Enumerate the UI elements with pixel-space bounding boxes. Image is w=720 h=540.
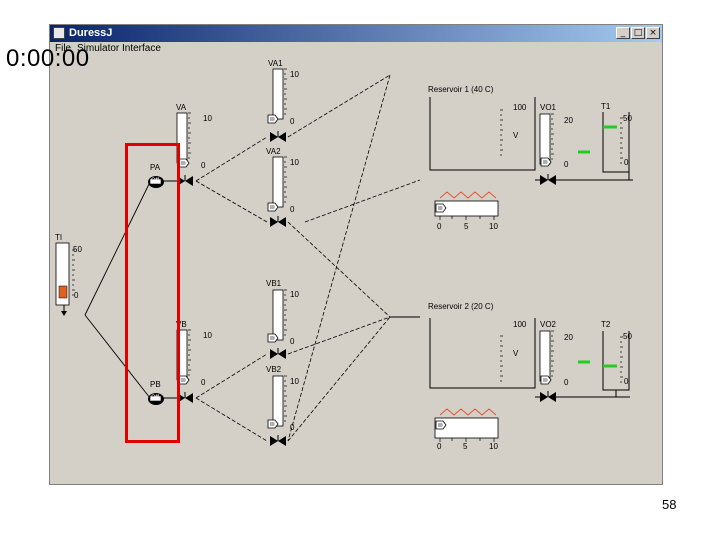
t2-temp-label: T2 bbox=[601, 320, 611, 329]
t1-temp-max: 50 bbox=[623, 114, 632, 123]
heater-2-slider[interactable] bbox=[434, 417, 499, 439]
vb1-valve-icon[interactable] bbox=[269, 347, 287, 360]
vb2-valve-max: 10 bbox=[290, 377, 299, 386]
vb2-valve-label: VB2 bbox=[266, 365, 282, 374]
va2-valve-max: 10 bbox=[290, 158, 299, 167]
va1-valve-icon[interactable] bbox=[269, 130, 287, 143]
menu-interface[interactable]: Interface bbox=[122, 43, 161, 54]
pb-pump-state: Off bbox=[151, 395, 159, 401]
vb1-valve-label: VB1 bbox=[266, 279, 282, 288]
pb-pump-label: PB bbox=[150, 380, 161, 389]
vo2-valve-label: VO2 bbox=[540, 320, 557, 329]
vo2-valve-max: 20 bbox=[564, 333, 573, 342]
va-valve-slider[interactable] bbox=[178, 158, 190, 168]
reservoir-1-level-ticks bbox=[499, 109, 504, 156]
t2-temp-max: 50 bbox=[623, 332, 632, 341]
va2-valve-icon[interactable] bbox=[269, 215, 287, 228]
heater-1-scale-10: 10 bbox=[489, 222, 498, 231]
duressj-window: DuressJ _ □ × File Simulator Interface bbox=[49, 24, 663, 485]
vb2-valve-icon[interactable] bbox=[269, 434, 287, 447]
t2-temp-min: 0 bbox=[624, 377, 629, 386]
va-valve-max: 10 bbox=[203, 114, 212, 123]
reservoir-2-level-ticks bbox=[499, 335, 504, 382]
vo2-valve-gauge bbox=[540, 331, 554, 381]
heater-2-scale-5: 5 bbox=[463, 442, 468, 451]
vb1-valve-gauge bbox=[273, 290, 287, 340]
reservoir-1-tank bbox=[429, 97, 536, 171]
vo1-valve-max: 20 bbox=[564, 116, 573, 125]
source-temp-min: 0 bbox=[74, 291, 79, 300]
reservoir-2-scale-mark: V bbox=[513, 349, 519, 358]
source-temp-ticks bbox=[71, 249, 76, 296]
source-temp-max: 50 bbox=[73, 245, 82, 254]
heater-1-icon bbox=[439, 191, 497, 199]
vo1-valve-gauge bbox=[540, 114, 554, 164]
vb2-valve-gauge bbox=[273, 376, 287, 426]
vo2-valve-min: 0 bbox=[564, 378, 569, 387]
pa-pump-state: Off bbox=[151, 178, 159, 184]
heater-1-scale-0: 0 bbox=[437, 222, 442, 231]
maximize-button[interactable]: □ bbox=[631, 27, 645, 39]
va1-valve-max: 10 bbox=[290, 70, 299, 79]
reservoir-1-title: Reservoir 1 (40 C) bbox=[428, 85, 494, 94]
vb-valve-label: VB bbox=[176, 320, 187, 329]
pump-highlight-box bbox=[125, 143, 180, 443]
t1-temp-label: T1 bbox=[601, 102, 611, 111]
vo1-valve-min: 0 bbox=[564, 160, 569, 169]
heater-2-icon bbox=[439, 408, 497, 416]
reservoir-1-scale-max: 100 bbox=[513, 103, 527, 112]
source-temp-indicator[interactable] bbox=[58, 285, 68, 299]
reservoir-1-scale-mark: V bbox=[513, 131, 519, 140]
reservoir-2-scale-max: 100 bbox=[513, 320, 527, 329]
vb-valve-slider[interactable] bbox=[178, 375, 190, 385]
window-title: DuressJ bbox=[69, 27, 113, 39]
va2-valve-min: 0 bbox=[290, 205, 295, 214]
va1-valve-min: 0 bbox=[290, 117, 295, 126]
vb1-valve-max: 10 bbox=[290, 290, 299, 299]
menu-file[interactable]: File bbox=[55, 43, 72, 54]
heater-1-slider[interactable] bbox=[434, 200, 499, 217]
menu-bar: File Simulator Interface bbox=[50, 42, 662, 56]
minimize-button[interactable]: _ bbox=[616, 27, 630, 39]
title-bar[interactable]: DuressJ _ □ × bbox=[50, 25, 662, 42]
vb-valve-min: 0 bbox=[201, 378, 206, 387]
vb2-valve-min: 0 bbox=[290, 423, 295, 432]
va-valve-min: 0 bbox=[201, 161, 206, 170]
t1-temp-gauge bbox=[602, 112, 630, 173]
app-icon bbox=[53, 27, 65, 39]
vo1-valve-label: VO1 bbox=[540, 103, 557, 112]
t1-temp-min: 0 bbox=[624, 158, 629, 167]
pa-pump-label: PA bbox=[150, 163, 161, 172]
va1-valve-label: VA1 bbox=[268, 59, 283, 68]
vb1-valve-min: 0 bbox=[290, 337, 295, 346]
vo1-valve-icon[interactable] bbox=[539, 173, 557, 186]
simulation-clock: 0:00:00 bbox=[6, 45, 90, 72]
slide-number: 58 bbox=[662, 497, 677, 512]
va1-valve-gauge bbox=[273, 69, 287, 119]
heater-2-scale-0: 0 bbox=[437, 442, 442, 451]
reservoir-2-tank bbox=[429, 318, 536, 389]
vb-valve-max: 10 bbox=[203, 331, 212, 340]
source-temp-label: TI bbox=[55, 233, 63, 242]
va-valve-label: VA bbox=[176, 103, 187, 112]
heater-1-scale-5: 5 bbox=[464, 222, 469, 231]
heater-2-scale-10: 10 bbox=[489, 442, 498, 451]
va2-valve-label: VA2 bbox=[266, 147, 281, 156]
close-button[interactable]: × bbox=[646, 27, 660, 39]
reservoir-2-title: Reservoir 2 (20 C) bbox=[428, 302, 494, 311]
vo2-valve-icon[interactable] bbox=[539, 390, 557, 403]
menu-simulator[interactable]: Simulator bbox=[77, 43, 120, 54]
va2-valve-gauge bbox=[273, 157, 287, 207]
